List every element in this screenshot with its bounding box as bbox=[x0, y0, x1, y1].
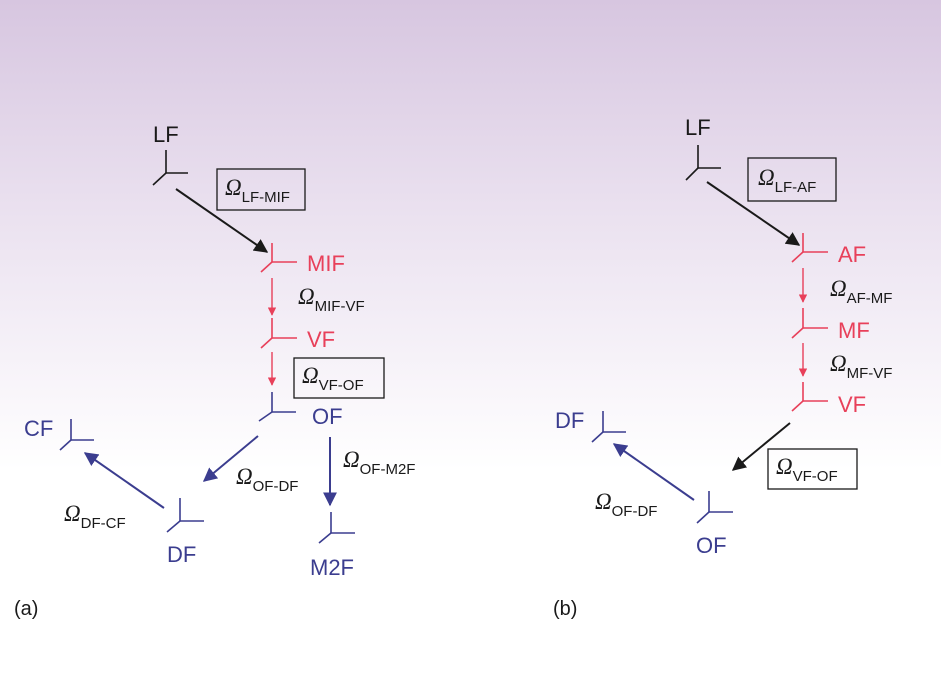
vf-frame-icon-b bbox=[791, 382, 828, 412]
cf-frame-icon bbox=[59, 419, 94, 451]
omega-mif-vf-label: ΩMIF-VF bbox=[298, 284, 365, 315]
panel-a-label: (a) bbox=[14, 598, 38, 620]
omega-lf-mif-box bbox=[216, 168, 306, 211]
arrow-of-to-df-a bbox=[202, 435, 259, 482]
df-label-a: DF bbox=[167, 542, 196, 567]
df-frame-icon-a bbox=[166, 498, 204, 533]
df-frame-icon-b bbox=[591, 411, 626, 443]
of-frame-icon-a bbox=[258, 392, 296, 422]
of-frame-icon-b bbox=[696, 491, 733, 524]
mf-label: MF bbox=[838, 318, 870, 343]
of-label-b: OF bbox=[696, 533, 727, 558]
mf-frame-icon bbox=[791, 308, 828, 339]
omega-df-cf-label: ΩDF-CF bbox=[64, 501, 126, 532]
af-frame-icon bbox=[791, 233, 828, 263]
omega-vf-of-box-b bbox=[767, 448, 858, 490]
omega-lf-mif-label: ΩLF-MIF bbox=[225, 175, 290, 206]
m2f-label: M2F bbox=[310, 555, 354, 580]
vf-frame-icon-a bbox=[260, 318, 297, 349]
omega-of-m2f-label: ΩOF-M2F bbox=[343, 447, 415, 478]
arrow-of-to-df-b bbox=[612, 443, 695, 501]
omega-vf-of-label-a: ΩVF-OF bbox=[302, 363, 364, 394]
lf-frame-icon-b bbox=[685, 145, 721, 181]
arrow-lf-to-af bbox=[706, 181, 801, 246]
omega-vf-of-box-a bbox=[293, 357, 385, 399]
panel-a: LF ΩLF-MIF MIF ΩMIF-VF VF bbox=[14, 122, 415, 620]
cf-label: CF bbox=[24, 416, 53, 441]
mif-frame-icon bbox=[260, 243, 297, 273]
vf-label-b: VF bbox=[838, 392, 866, 417]
omega-vf-of-label-b: ΩVF-OF bbox=[776, 454, 838, 485]
omega-mf-vf-label: ΩMF-VF bbox=[830, 351, 892, 382]
of-label-a: OF bbox=[312, 404, 343, 429]
arrow-vf-to-of-b bbox=[731, 422, 791, 471]
vf-label-a: VF bbox=[307, 327, 335, 352]
m2f-frame-icon bbox=[318, 512, 355, 544]
df-label-b: DF bbox=[555, 408, 584, 433]
arrow-df-to-cf bbox=[83, 452, 165, 509]
arrow-lf-to-mif bbox=[175, 188, 269, 253]
lf-label-b: LF bbox=[685, 115, 711, 140]
lf-label-a: LF bbox=[153, 122, 179, 147]
af-label: AF bbox=[838, 242, 866, 267]
omega-lf-af-label: ΩLF-AF bbox=[758, 165, 816, 196]
omega-lf-af-box bbox=[747, 157, 837, 202]
panel-b-label: (b) bbox=[553, 598, 577, 620]
lf-frame-icon-a bbox=[152, 150, 188, 186]
omega-of-df-label-a: ΩOF-DF bbox=[236, 464, 298, 495]
panel-b: LF ΩLF-AF AF ΩAF-MF MF ΩMF-VF bbox=[553, 115, 892, 620]
mif-label: MIF bbox=[307, 251, 345, 276]
omega-af-mf-label: ΩAF-MF bbox=[830, 276, 892, 307]
omega-of-df-label-b: ΩOF-DF bbox=[595, 489, 657, 520]
